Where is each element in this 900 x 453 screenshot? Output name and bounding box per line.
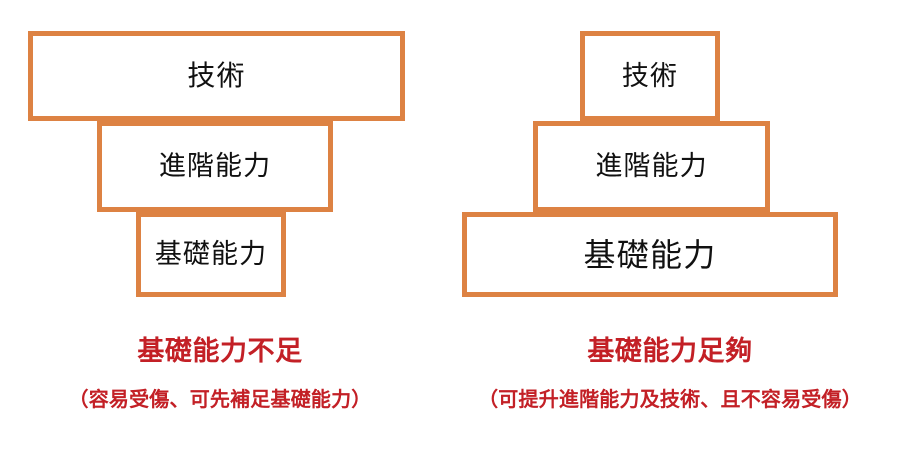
right-layer-basic-ability-label: 基礎能力 xyxy=(583,235,717,274)
left-layer-technique-box: 技術 xyxy=(28,31,405,121)
left-caption-subtitle: （容易受傷、可先補足基礎能力） xyxy=(68,387,372,411)
right-caption-title: 基礎能力足夠 xyxy=(587,336,753,367)
right-layer-technique-box: 技術 xyxy=(580,31,720,121)
left-layer-basic-ability-box: 基礎能力 xyxy=(136,212,286,297)
left-layer-advanced-ability-label: 進階能力 xyxy=(158,151,272,182)
right-layer-advanced-ability-box: 進階能力 xyxy=(533,121,770,212)
left-layer-advanced-ability-box: 進階能力 xyxy=(97,121,333,212)
right-caption-subtitle: （可提升進階能力及技術、且不容易受傷） xyxy=(478,387,862,411)
left-caption-title: 基礎能力不足 xyxy=(137,336,303,367)
right-caption: 基礎能力足夠 （可提升進階能力及技術、且不容易受傷） xyxy=(450,338,890,409)
left-layer-technique-label: 技術 xyxy=(187,59,246,92)
right-layer-technique-label: 技術 xyxy=(621,60,679,92)
left-caption: 基礎能力不足 （容易受傷、可先補足基礎能力） xyxy=(10,338,430,409)
left-layer-basic-ability-label: 基礎能力 xyxy=(154,239,268,270)
right-layer-advanced-ability-label: 進階能力 xyxy=(595,151,708,182)
right-layer-basic-ability-box: 基礎能力 xyxy=(462,212,838,297)
